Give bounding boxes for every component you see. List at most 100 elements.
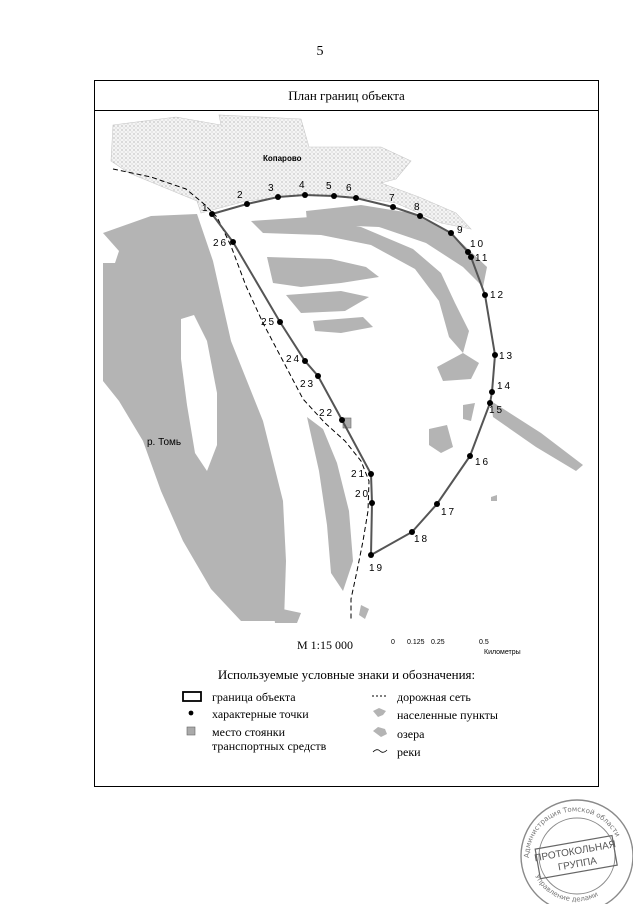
point-label: 19 — [369, 563, 384, 574]
point-label: 16 — [475, 457, 490, 468]
boundary-point — [331, 193, 337, 199]
page-number: 5 — [316, 44, 324, 59]
point-label: 7 — [389, 193, 397, 204]
legend-parking-label-2: транспортных средств — [212, 739, 327, 753]
lake — [307, 417, 353, 591]
boundary-point — [417, 213, 423, 219]
scale-tick: 0.125 — [407, 639, 425, 646]
scale-tick: 0.5 — [479, 639, 489, 646]
settlement-label: Копарово — [263, 154, 302, 163]
point-label: 26 — [213, 238, 228, 249]
river-label: р. Томь — [147, 437, 181, 448]
boundary-point — [339, 417, 345, 423]
boundary-point — [275, 194, 281, 200]
boundary-point — [302, 192, 308, 198]
point-label: 5 — [326, 181, 334, 192]
scale-ratio: М 1:15 000 — [297, 638, 354, 652]
lake — [273, 607, 301, 623]
point-label: 10 — [470, 239, 485, 250]
boundary-point — [492, 352, 498, 358]
boundary-point — [209, 211, 215, 217]
lake — [267, 257, 379, 287]
lake — [286, 291, 369, 313]
legend-boundary-label: граница объекта — [212, 690, 296, 704]
boundary-point — [353, 195, 359, 201]
boundary-point — [368, 552, 374, 558]
point-label: 12 — [490, 290, 505, 301]
point-label: 3 — [268, 183, 276, 194]
legend-title: Используемые условные знаки и обозначени… — [217, 667, 476, 682]
point-label: 14 — [497, 381, 512, 392]
boundary-point — [482, 292, 488, 298]
legend-symbols — [182, 691, 388, 753]
boundary-point — [277, 319, 283, 325]
boundary-point — [467, 453, 473, 459]
settlement-area — [110, 114, 472, 230]
road — [112, 168, 370, 619]
legend-settlements-label: населенные пункты — [397, 708, 498, 722]
boundary-point — [244, 201, 250, 207]
river-island — [181, 315, 217, 471]
legend-roads-label: дорожная сеть — [397, 690, 471, 704]
scale-tick: 0 — [391, 639, 395, 646]
boundary-point — [489, 389, 495, 395]
lake — [313, 317, 373, 333]
point-label: 23 — [300, 379, 315, 390]
boundary-point — [487, 400, 493, 406]
boundary-point — [369, 500, 375, 506]
legend-boundary-symbol — [182, 691, 202, 702]
point-label: 6 — [346, 183, 354, 194]
legend-parking-symbol — [186, 726, 196, 736]
legend-parking-label: место стоянки — [212, 725, 286, 739]
point-label: 13 — [499, 351, 514, 362]
legend-lake-symbol — [373, 727, 387, 737]
lake — [251, 217, 469, 353]
boundary-point — [315, 373, 321, 379]
lake — [491, 401, 583, 471]
legend-rivers-label: реки — [397, 745, 421, 759]
lake — [437, 353, 479, 381]
point-label: 8 — [414, 202, 422, 213]
lake — [463, 403, 475, 421]
legend-points-label: характерные точки — [212, 707, 309, 721]
boundary-point — [448, 230, 454, 236]
map-frame: План границ объекта — [94, 80, 599, 787]
stamp-outer-ring — [520, 799, 633, 904]
boundary-point — [390, 204, 396, 210]
point-label: 18 — [414, 534, 429, 545]
point-label: 9 — [457, 225, 465, 236]
scale-unit: Километры — [484, 649, 521, 656]
point-label: 11 — [475, 253, 489, 264]
stamp-box — [534, 834, 618, 880]
river-bank-notch — [103, 233, 119, 263]
boundary-point — [468, 254, 474, 260]
boundary-point — [230, 239, 236, 245]
legend-river-symbol — [372, 749, 388, 753]
boundary-points — [209, 192, 498, 558]
official-stamp: Администрация Томской области Управление… — [520, 799, 633, 904]
boundary-point — [434, 501, 440, 507]
boundary-point — [409, 529, 415, 535]
point-label: 25 — [261, 317, 276, 328]
point-label: 21 — [351, 469, 366, 480]
point-label: 1 — [202, 203, 210, 214]
boundary-point — [465, 249, 471, 255]
point-label: 22 — [319, 408, 334, 419]
legend-settlement-symbol — [373, 708, 386, 717]
legend-point-symbol — [188, 710, 194, 716]
map-title: План границ объекта — [95, 81, 598, 111]
boundary-point — [368, 471, 374, 477]
lake — [359, 605, 369, 619]
point-label: 20 — [355, 489, 370, 500]
boundary-point — [302, 358, 308, 364]
lake — [429, 425, 453, 453]
point-label: 17 — [441, 507, 456, 518]
legend-lakes-label: озера — [397, 727, 425, 741]
point-label: 24 — [286, 354, 301, 365]
point-label: 15 — [489, 405, 504, 416]
scale-tick: 0.25 — [431, 639, 445, 646]
lake — [491, 495, 497, 501]
point-label: 4 — [299, 180, 307, 191]
point-label: 2 — [237, 190, 245, 201]
map-canvas: 1 2 3 4 5 6 7 8 9 10 11 12 13 14 15 16 1… — [103, 114, 583, 623]
